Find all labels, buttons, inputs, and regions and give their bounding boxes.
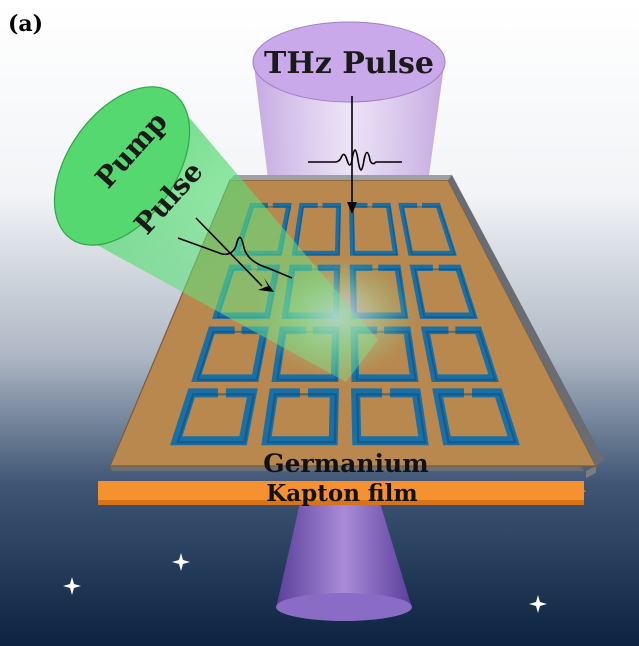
panel-label: (a) — [8, 11, 43, 37]
germanium-label: Germanium — [263, 449, 428, 478]
resonator-gap — [299, 387, 308, 399]
split-ring-resonator — [398, 202, 457, 256]
resonator-shadow — [425, 330, 497, 381]
pump-arrow-head — [258, 278, 274, 292]
resonator-shadow — [401, 206, 456, 256]
resonator-gap — [217, 387, 226, 399]
thz-beam-top — [252, 21, 446, 103]
resonator-gap — [464, 387, 473, 399]
resonator-shadow — [437, 393, 517, 444]
resonator-gap — [417, 201, 423, 209]
resonator-gap — [267, 201, 273, 209]
resonator-shadow — [413, 268, 477, 318]
resonator-shadow — [176, 393, 256, 444]
resonator-gap — [382, 387, 391, 399]
kapton-film-layer — [98, 481, 586, 505]
split-ring-resonator — [261, 388, 339, 446]
resonator-shadow — [266, 393, 337, 444]
resonator-gap — [317, 201, 323, 209]
resonator-gap — [448, 325, 456, 336]
resonator-shadow — [352, 206, 398, 256]
thz-arrow-head — [347, 202, 357, 214]
split-ring-resonator — [191, 326, 270, 383]
thz-waveform — [308, 96, 402, 206]
split-ring-resonator — [291, 202, 342, 256]
thz-transmitted-beam-end — [276, 593, 412, 621]
star-icon — [172, 553, 190, 571]
split-ring-resonator — [351, 388, 429, 446]
kapton-label: Kapton film — [266, 480, 417, 507]
pump-beam-top — [53, 86, 191, 246]
resonator-shadow — [196, 330, 268, 381]
split-ring-resonator — [170, 388, 258, 446]
pump-waveform — [177, 217, 293, 287]
resonator-shadow — [356, 393, 427, 444]
substrate-edge — [110, 466, 584, 471]
split-ring-resonator — [420, 326, 499, 383]
resonator-gap — [432, 263, 439, 272]
thz-transmitted-beam — [276, 503, 412, 618]
stars — [63, 553, 547, 613]
resonator-gap — [367, 201, 373, 209]
split-ring-resonator — [348, 202, 399, 256]
star-icon — [529, 595, 547, 613]
resonator-gap — [234, 325, 242, 336]
split-ring-resonator — [409, 264, 478, 319]
star-icon — [63, 577, 81, 595]
thz-pulse-label: THz Pulse — [264, 46, 434, 81]
